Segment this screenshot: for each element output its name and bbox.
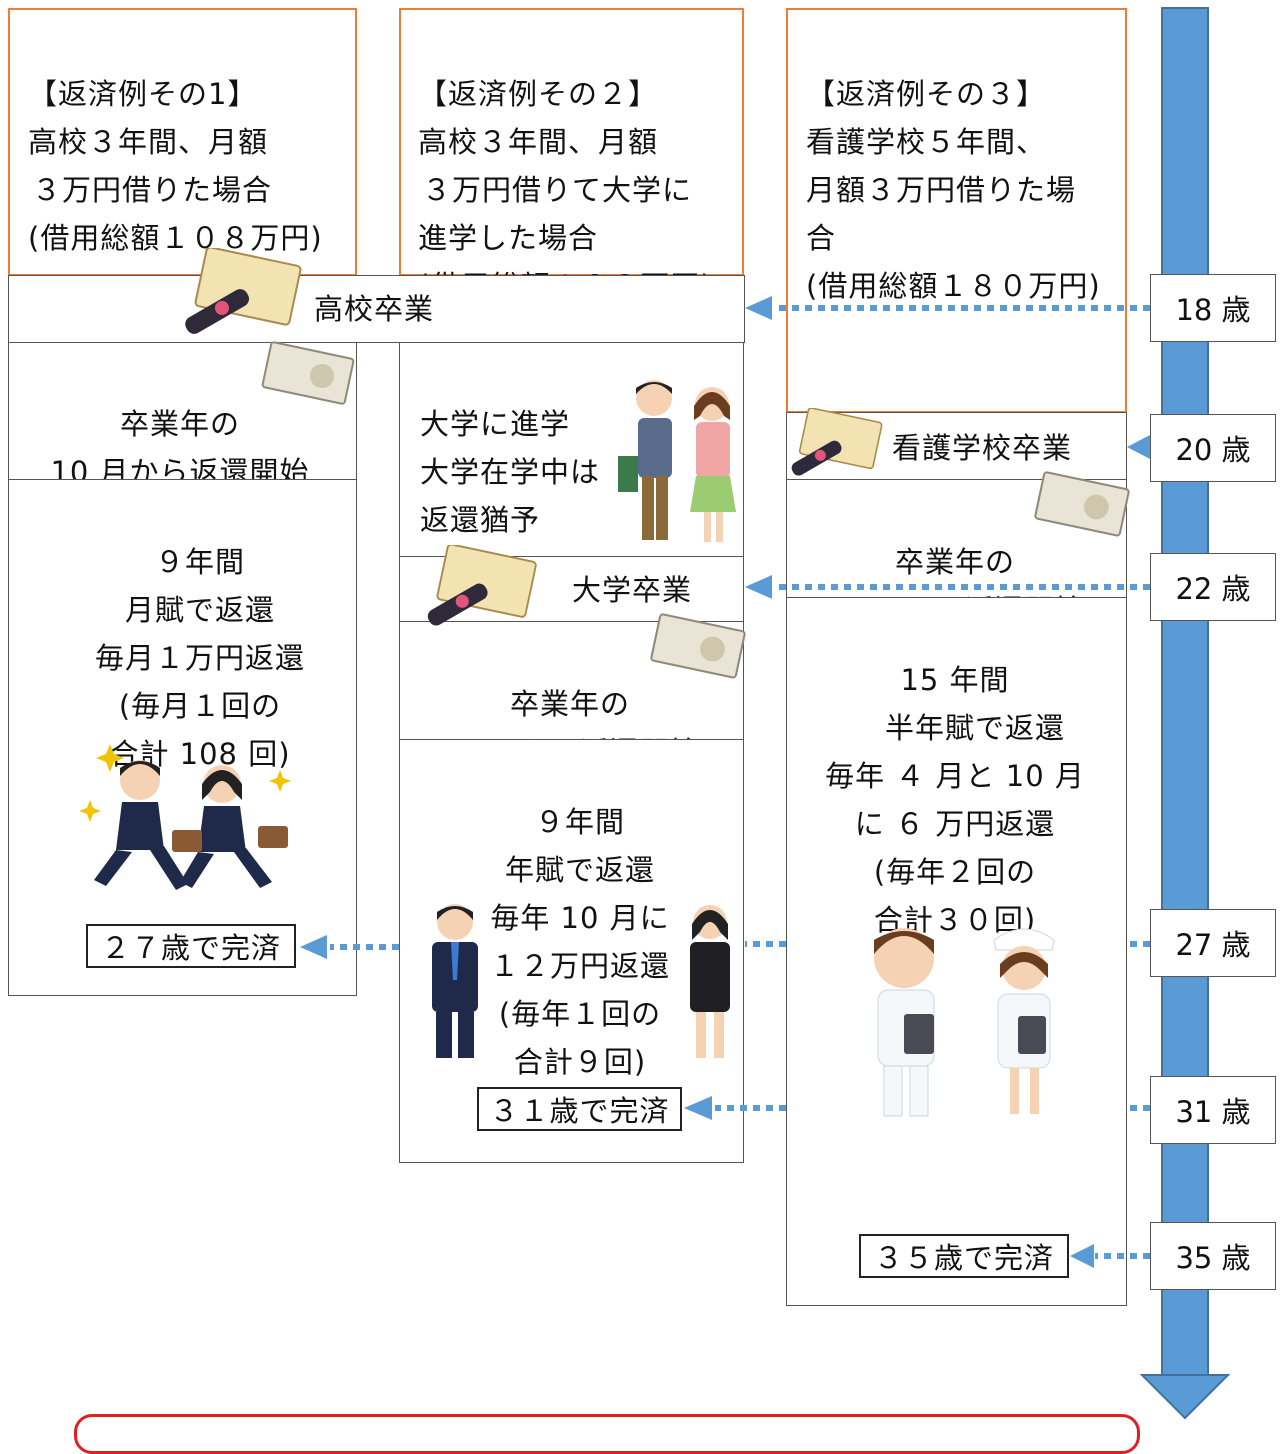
age-27: 27 歳 bbox=[1150, 909, 1276, 977]
diploma-icon bbox=[791, 408, 883, 476]
diploma-icon bbox=[185, 248, 302, 334]
univ-graduation-label: 大学卒業 bbox=[572, 573, 693, 607]
banknote-icon bbox=[1034, 471, 1130, 537]
ex3-plan-box bbox=[786, 597, 1127, 1306]
ex2-done-label: ３１歳で完済 bbox=[477, 1087, 682, 1131]
univ-box bbox=[399, 342, 744, 557]
example-3-title: 【返済例その３】看護学校５年間、月額３万円借りた場合(借用総額１８０万円) bbox=[806, 77, 1101, 303]
age-18: 18 歳 bbox=[1150, 274, 1276, 342]
univ-text: 大学に進学大学在学中は返還猶予 bbox=[420, 407, 601, 537]
example-2-box bbox=[399, 8, 744, 276]
ex1-plan-box bbox=[8, 479, 357, 996]
ex3-plan-text: 15 年間半年賦で返還毎年 ４ 月と 10 月に ６ 万円返還(毎年２回の合計３… bbox=[825, 663, 1085, 937]
age-35: 35 歳 bbox=[1150, 1222, 1276, 1290]
businesswoman-icon bbox=[690, 905, 730, 1058]
celebrating-workers-icon bbox=[80, 744, 291, 890]
ex1-done-label: ２７歳で完済 bbox=[86, 924, 296, 968]
nurses-icon bbox=[874, 928, 1055, 1117]
ex3-done-label: ３５歳で完済 bbox=[859, 1234, 1069, 1278]
hs-graduation-label: 高校卒業 bbox=[314, 292, 435, 326]
bottom-note-box bbox=[74, 1414, 1140, 1454]
businessman-icon bbox=[432, 904, 478, 1058]
ex1-plan-text: ９年間月賦で返還毎月１万円返還(毎月１回の合計 108 回) bbox=[94, 545, 305, 771]
nurse-graduation-label: 看護学校卒業 bbox=[892, 431, 1073, 465]
age-31: 31 歳 bbox=[1150, 1076, 1276, 1144]
connector-lines bbox=[300, 296, 1150, 1268]
banknote-icon bbox=[261, 341, 355, 405]
example-3-box bbox=[786, 8, 1127, 413]
age-20: 20 歳 bbox=[1150, 414, 1276, 482]
diploma-icon bbox=[427, 545, 537, 626]
students-icon bbox=[618, 380, 736, 542]
banknote-icon bbox=[650, 613, 746, 679]
age-22: 22 歳 bbox=[1150, 553, 1276, 621]
hs-graduation-bar bbox=[8, 275, 745, 343]
timeline-arrow bbox=[1140, 7, 1231, 1420]
